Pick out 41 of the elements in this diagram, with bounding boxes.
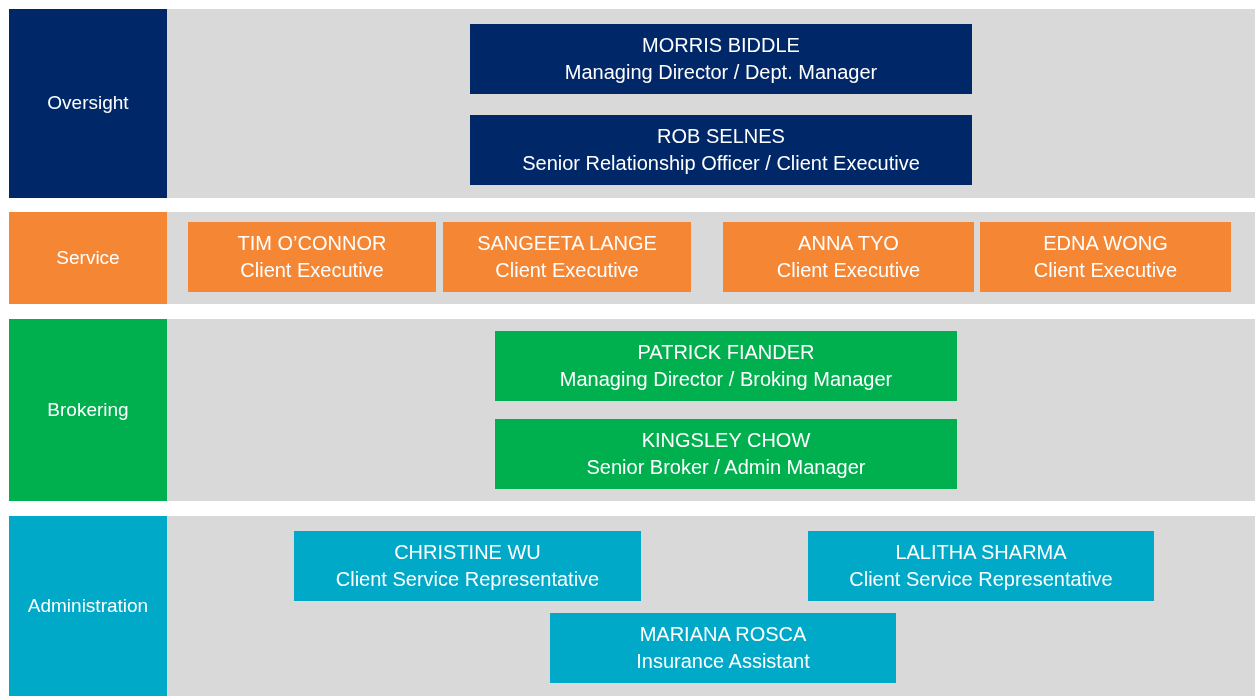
person-name: ROB SELNES xyxy=(657,124,785,149)
person-name: KINGSLEY CHOW xyxy=(641,428,811,453)
band-background xyxy=(9,9,1255,198)
band-background xyxy=(9,212,1255,304)
job-title: Client Executive xyxy=(776,258,921,283)
person-box xyxy=(294,531,641,601)
person-box xyxy=(188,222,436,292)
person-name: ANNA TYO xyxy=(798,231,899,256)
job-title: Client Executive xyxy=(495,258,639,283)
job-title: Client Service Representative xyxy=(849,567,1113,592)
person-box xyxy=(470,24,972,94)
person-name: MARIANA ROSCA xyxy=(639,622,807,647)
band-label: Administration xyxy=(27,593,149,618)
band-label: Service xyxy=(56,245,120,270)
job-title: Insurance Assistant xyxy=(636,649,810,674)
job-title: Client Service Representative xyxy=(335,567,600,592)
person-name: TIM O’CONNOR xyxy=(237,231,387,256)
job-title: Senior Broker / Admin Manager xyxy=(586,455,866,480)
person-name: MORRIS BIDDLE xyxy=(642,33,800,58)
job-title: Managing Director / Broking Manager xyxy=(559,367,893,392)
person-name: LALITHA SHARMA xyxy=(895,540,1067,565)
person-box xyxy=(980,222,1231,292)
band-label: Oversight xyxy=(47,91,129,116)
person-box xyxy=(550,613,896,683)
person-name: SANGEETA LANGE xyxy=(477,231,657,256)
person-box xyxy=(443,222,691,292)
person-box xyxy=(808,531,1154,601)
person-box xyxy=(495,331,957,401)
person-name: EDNA WONG xyxy=(1043,231,1168,256)
person-box xyxy=(495,419,957,489)
person-name: PATRICK FIANDER xyxy=(637,340,815,365)
band-label: Brokering xyxy=(47,397,129,422)
job-title: Client Executive xyxy=(1033,258,1178,283)
person-box xyxy=(470,115,972,185)
person-box xyxy=(723,222,974,292)
job-title: Senior Relationship Officer / Client Executive xyxy=(522,151,920,176)
band-background xyxy=(9,319,1255,501)
band-background xyxy=(9,516,1255,696)
job-title: Client Executive xyxy=(240,258,384,283)
job-title: Managing Director / Dept. Manager xyxy=(564,60,878,85)
person-name: CHRISTINE WU xyxy=(394,540,541,565)
